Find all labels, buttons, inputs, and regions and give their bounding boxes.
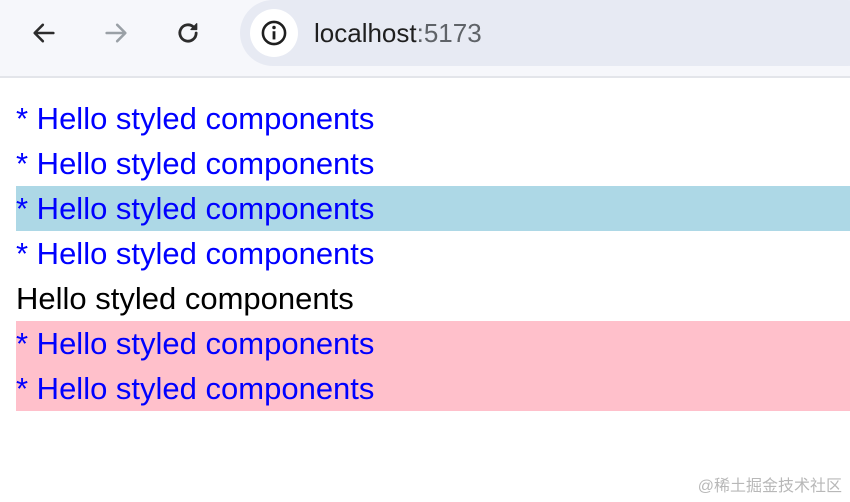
reload-button[interactable] (168, 13, 208, 53)
site-info-button[interactable] (250, 9, 298, 57)
url-text[interactable]: localhost:5173 (314, 16, 482, 50)
watermark: @稀土掘金技术社区 (697, 478, 842, 495)
text-line: * Hello styled components (16, 141, 850, 186)
arrow-right-icon (105, 23, 127, 43)
text-line: Hello styled components (16, 276, 850, 321)
text-line: * Hello styled components (16, 96, 850, 141)
text-line: * Hello styled components (16, 186, 850, 231)
browser-toolbar: localhost:5173 (0, 0, 850, 78)
reload-icon (178, 23, 198, 43)
arrow-left-icon (33, 23, 55, 43)
url-host: localhost (314, 18, 417, 48)
forward-button[interactable] (96, 13, 136, 53)
page-content: * Hello styled components* Hello styled … (16, 96, 850, 411)
text-line: * Hello styled components (16, 321, 850, 366)
info-icon (261, 20, 287, 46)
url-port: :5173 (416, 18, 482, 48)
text-line: * Hello styled components (16, 231, 850, 276)
address-bar[interactable]: localhost:5173 (240, 0, 850, 66)
back-button[interactable] (24, 13, 64, 53)
text-line: * Hello styled components (16, 366, 850, 411)
